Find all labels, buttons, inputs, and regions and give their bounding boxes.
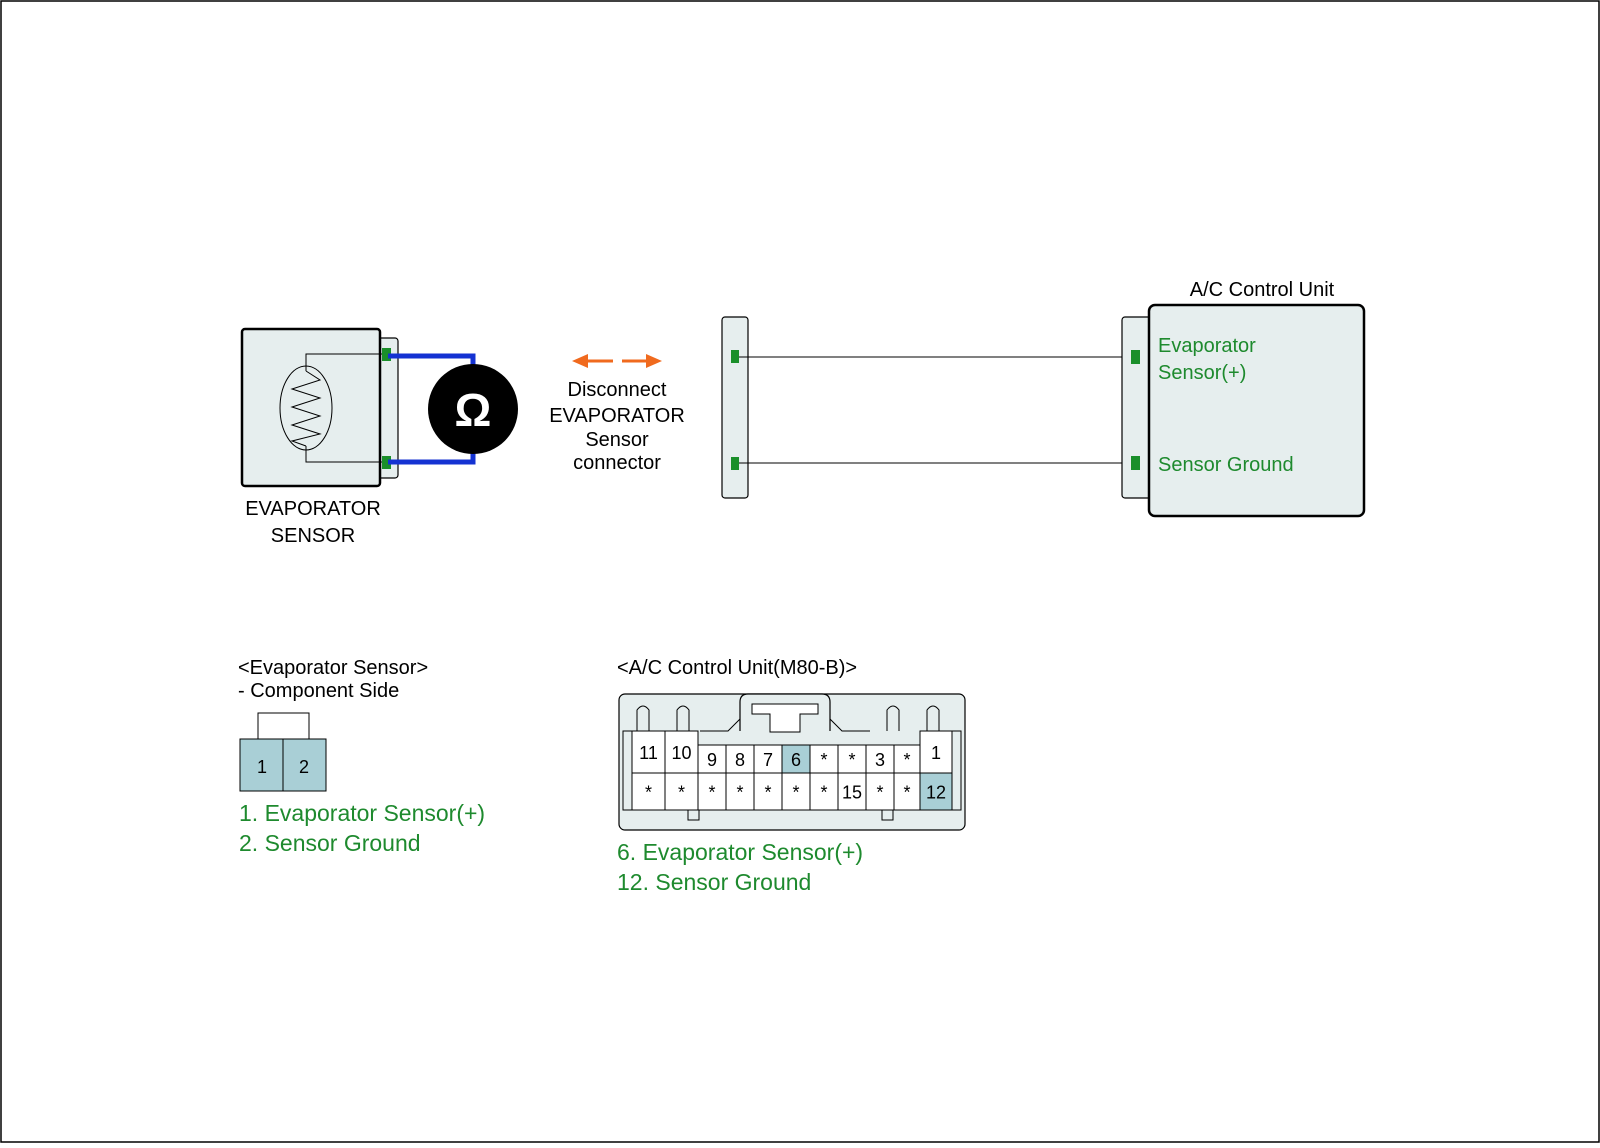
acu-pin-label-top-2: 10 [671,743,691,763]
acu-pin-plus-line1: Evaporator [1158,335,1256,357]
acu-pin-cell-top-4 [725,744,755,774]
acu-terminal-plus [1131,350,1140,364]
ohm-symbol: Ω [455,384,492,436]
acu-pin-cell-bottom-9 [865,772,895,811]
acu-pin-label-top-3: 9 [707,750,717,770]
acu-pin-cell-top-2 [664,730,699,774]
acu-connector-legend-1: 6. Evaporator Sensor(+) [617,839,863,865]
disconnect-line3: Sensor [585,429,649,451]
sensor-connector-subtitle: - Component Side [238,680,399,702]
harness-connector [721,316,749,499]
acu-body [1147,303,1366,518]
evaporator-sensor: EVAPORATOR SENSOR [240,327,399,547]
acu-pin-cell-top-1 [631,730,666,774]
acu-connector-bump-1 [636,705,650,731]
acu-connector-latch-inner [751,703,819,733]
acu-pin-label-bottom-10: * [903,783,910,803]
disconnect-line4: connector [573,452,661,474]
sensor-terminal-1 [382,348,391,361]
acu-title: A/C Control Unit [1190,279,1335,301]
sensor-internal-wire-bottom [305,446,386,463]
disconnect-arrow-right-head [646,354,662,368]
acu-pin-label-bottom-9: * [876,783,883,803]
acu-pin-label-top-10: * [903,750,910,770]
acu-pin-label-bottom-7: * [820,783,827,803]
acu-pin-label-bottom-8: 15 [842,783,862,803]
acu-pin-label-top-9: 3 [875,750,885,770]
acu-pin-label-top-1: 11 [639,743,658,763]
acu-connector-legend-2: 12. Sensor Ground [617,869,811,895]
harness-terminal-bottom [731,457,739,470]
acu-terminal-ground [1131,456,1140,470]
disconnect-arrow-left-head [572,354,588,368]
acu-pin-label-top-7: * [820,750,827,770]
acu-pin-cell-top-10 [893,744,921,774]
acu-pin-cell-bottom-3 [697,772,727,811]
acu-pin-label-bottom-4: * [736,783,743,803]
sensor-body [240,327,382,488]
acu-pin-cell-top-3 [697,744,727,774]
sensor-connector-legend-2: 2. Sensor Ground [239,830,421,856]
acu-pin-label-bottom-5: * [764,783,771,803]
acu-pin-ground: Sensor Ground [1158,454,1294,476]
acu-pin-cell-bottom-11 [919,772,953,811]
acu-connector-notch-right [881,809,894,821]
acu-pin-cell-bottom-10 [893,772,921,811]
acu-pin-label-bottom-1: * [645,783,652,803]
acu-pin-plus-line2: Sensor(+) [1158,362,1246,384]
sensor-terminal-2 [382,456,391,469]
ohm-meter: Ω [388,353,518,465]
sensor-connector-title: <Evaporator Sensor> [238,657,428,679]
harness-connector-body [721,316,749,499]
acu-connector-bump-3 [886,705,900,731]
acu-pin-label-top-5: 7 [763,750,773,770]
acu-pin-label-top-8: * [848,750,855,770]
acu-connector-title: <A/C Control Unit(M80-B)> [617,657,857,679]
acu-connector-shoulder [700,718,870,732]
disconnect-line2: EVAPORATOR [549,405,685,427]
acu-pin-label-bottom-2: * [678,783,685,803]
sensor-label-line2: SENSOR [271,525,355,547]
acu-connector-bump-4 [926,705,940,731]
sensor-connector-pin-2 [282,738,327,792]
sensor-internal-wire-top [305,353,386,371]
acu-connector-tab [1121,316,1153,499]
resistor-zigzag [290,370,322,447]
sensor-connector-latch [257,712,310,741]
acu-pin-label-bottom-11: 12 [926,783,946,803]
acu-pin-cell-bottom-4 [725,772,755,811]
acu-pin-label-top-11: 1 [931,743,941,763]
acu-pin-label-top-4: 8 [735,750,745,770]
sensor-label-line1: EVAPORATOR [245,498,381,520]
ohm-meter-icon [428,364,518,454]
acu-pin-cell-bottom-1 [631,772,666,811]
acu-connector-bump-2 [676,705,690,731]
disconnect-line1: Disconnect [568,379,667,401]
sensor-connector-pin-1 [239,738,284,792]
acu-pin-cell-top-11 [919,730,953,774]
disconnect-note: Disconnect EVAPORATOR Sensor connector [549,354,685,474]
sensor-connector-face: <Evaporator Sensor> - Component Side 1 2… [238,657,485,856]
resistor-symbol [279,365,333,451]
acu-pin-cell-bottom-6 [781,772,811,811]
acu-connector-notch-left [687,809,700,821]
acu-pin-label-bottom-6: * [792,783,799,803]
acu-pin-label-bottom-3: * [708,783,715,803]
harness-terminal-top [731,350,739,363]
sensor-connector-pin-2-label: 2 [299,757,309,777]
acu-pin-cell-bottom-7 [809,772,839,811]
acu-pin-label-top-6: 6 [791,750,801,770]
sensor-connector-pin-1-label: 1 [257,757,267,777]
ac-control-unit: A/C Control Unit Evaporator Sensor(+) Se… [1121,279,1366,518]
sensor-connector-legend-1: 1. Evaporator Sensor(+) [239,800,485,826]
